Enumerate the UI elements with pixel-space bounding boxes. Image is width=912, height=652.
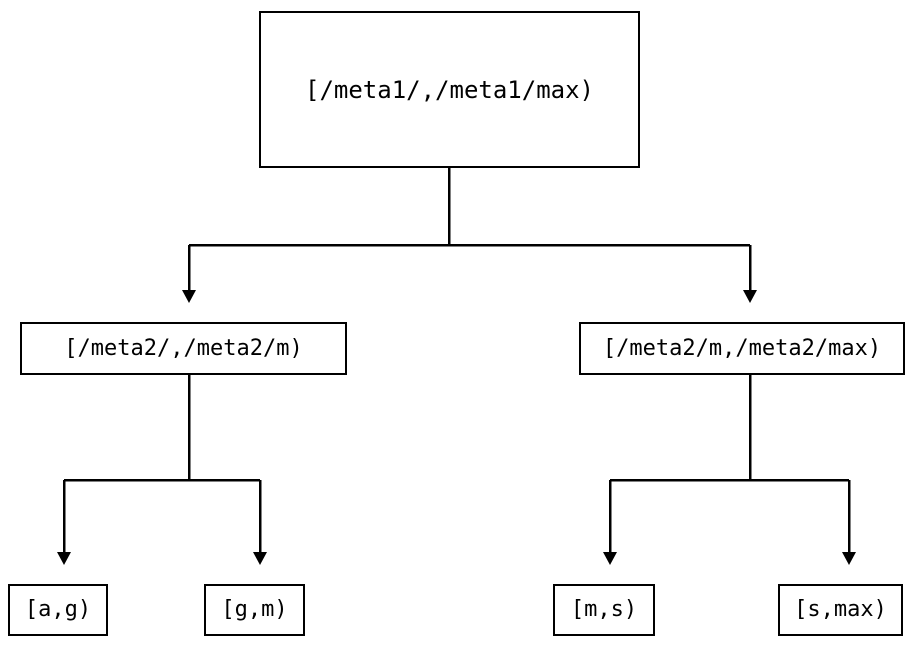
node-mid-left-label: [/meta2/,/meta2/m)	[64, 335, 303, 361]
node-leaf-smax-label: [s,max)	[794, 597, 887, 622]
tree-node-leaf-ag[interactable]: [a,g)	[8, 584, 108, 636]
tree-node-root[interactable]: [/meta1/,/meta1/max)	[259, 11, 640, 168]
tree-node-mid-left[interactable]: [/meta2/,/meta2/m)	[20, 322, 347, 375]
node-leaf-ag-label: [a,g)	[24, 597, 92, 622]
arrowhead-down-icon-to-gm	[253, 552, 267, 565]
arrowhead-down-icon-to-ms	[603, 552, 617, 565]
node-root-label: [/meta1/,/meta1/max)	[305, 75, 594, 104]
arrowhead-down-icon-to-smax	[842, 552, 856, 565]
tree-node-leaf-ms[interactable]: [m,s)	[553, 584, 655, 636]
tree-node-leaf-gm[interactable]: [g,m)	[204, 584, 305, 636]
tree-node-mid-right[interactable]: [/meta2/m,/meta2/max)	[579, 322, 905, 375]
arrowhead-down-icon-to-mid-left	[182, 290, 196, 303]
node-mid-right-label: [/meta2/m,/meta2/max)	[602, 335, 882, 361]
tree-node-leaf-smax[interactable]: [s,max)	[778, 584, 903, 636]
arrowhead-down-icon-to-ag	[57, 552, 71, 565]
node-leaf-ms-label: [m,s)	[570, 597, 638, 622]
arrowhead-down-icon-to-mid-right	[743, 290, 757, 303]
node-leaf-gm-label: [g,m)	[221, 597, 288, 622]
